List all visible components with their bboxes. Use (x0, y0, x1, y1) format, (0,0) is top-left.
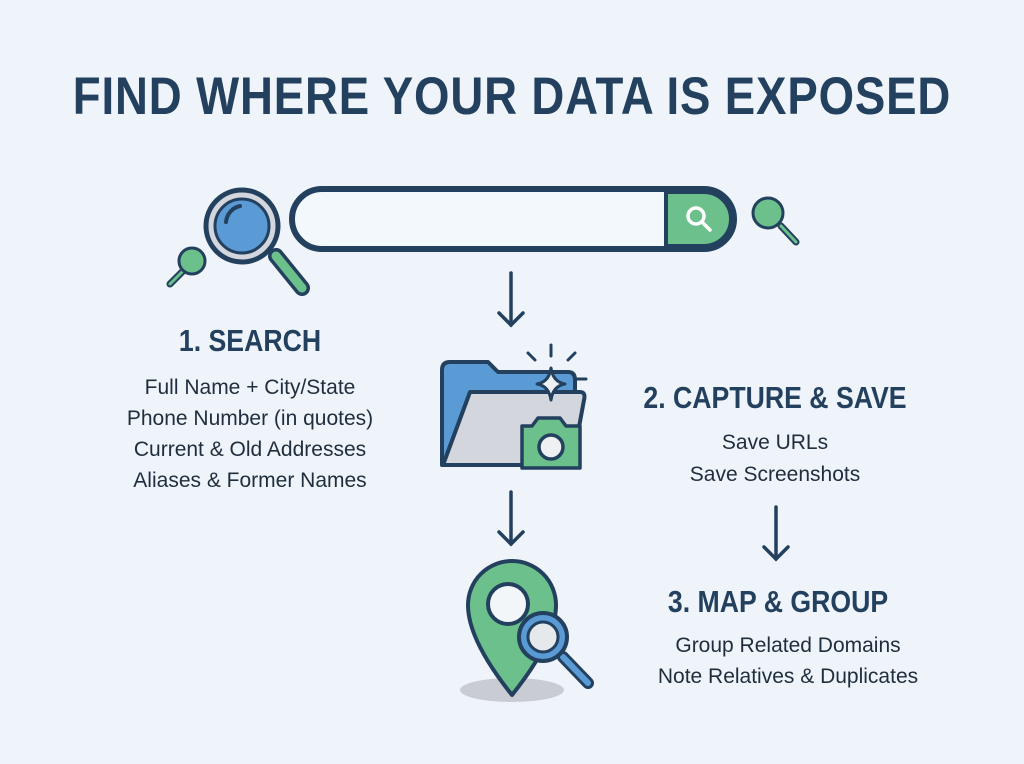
arrow-down-icon (497, 271, 525, 328)
list-item: Phone Number (in quotes) (126, 407, 374, 430)
step-1-list: Full Name + City/State Phone Number (in … (100, 372, 400, 496)
list-item: Full Name + City/State (144, 376, 356, 399)
list-item: Group Related Domains (675, 634, 901, 657)
list-item: Current & Old Addresses (133, 438, 367, 461)
step-3-heading: 3. MAP & GROUP (667, 584, 889, 619)
list-item: Aliases & Former Names (133, 469, 367, 492)
step-1-heading: 1. SEARCH (178, 323, 322, 358)
list-item: Note Relatives & Duplicates (657, 665, 919, 688)
page-title: FIND WHERE YOUR DATA IS EXPOSED (72, 67, 952, 126)
list-item: Save URLs (721, 431, 829, 454)
list-item: Save Screenshots (689, 463, 861, 486)
step-3-list: Group Related Domains Note Relatives & D… (613, 630, 963, 692)
small-magnifier-icon (166, 246, 207, 288)
step-2-list: Save URLs Save Screenshots (600, 427, 950, 491)
search-icon[interactable] (686, 206, 712, 232)
arrow-down-icon (497, 490, 525, 547)
magnifier-icon (203, 187, 310, 296)
small-magnifier-icon (751, 196, 800, 246)
folder-camera-icon (440, 343, 588, 470)
map-pin-search-icon (460, 559, 594, 702)
step-2-heading: 2. CAPTURE & SAVE (643, 380, 907, 415)
arrow-down-icon (762, 505, 790, 562)
